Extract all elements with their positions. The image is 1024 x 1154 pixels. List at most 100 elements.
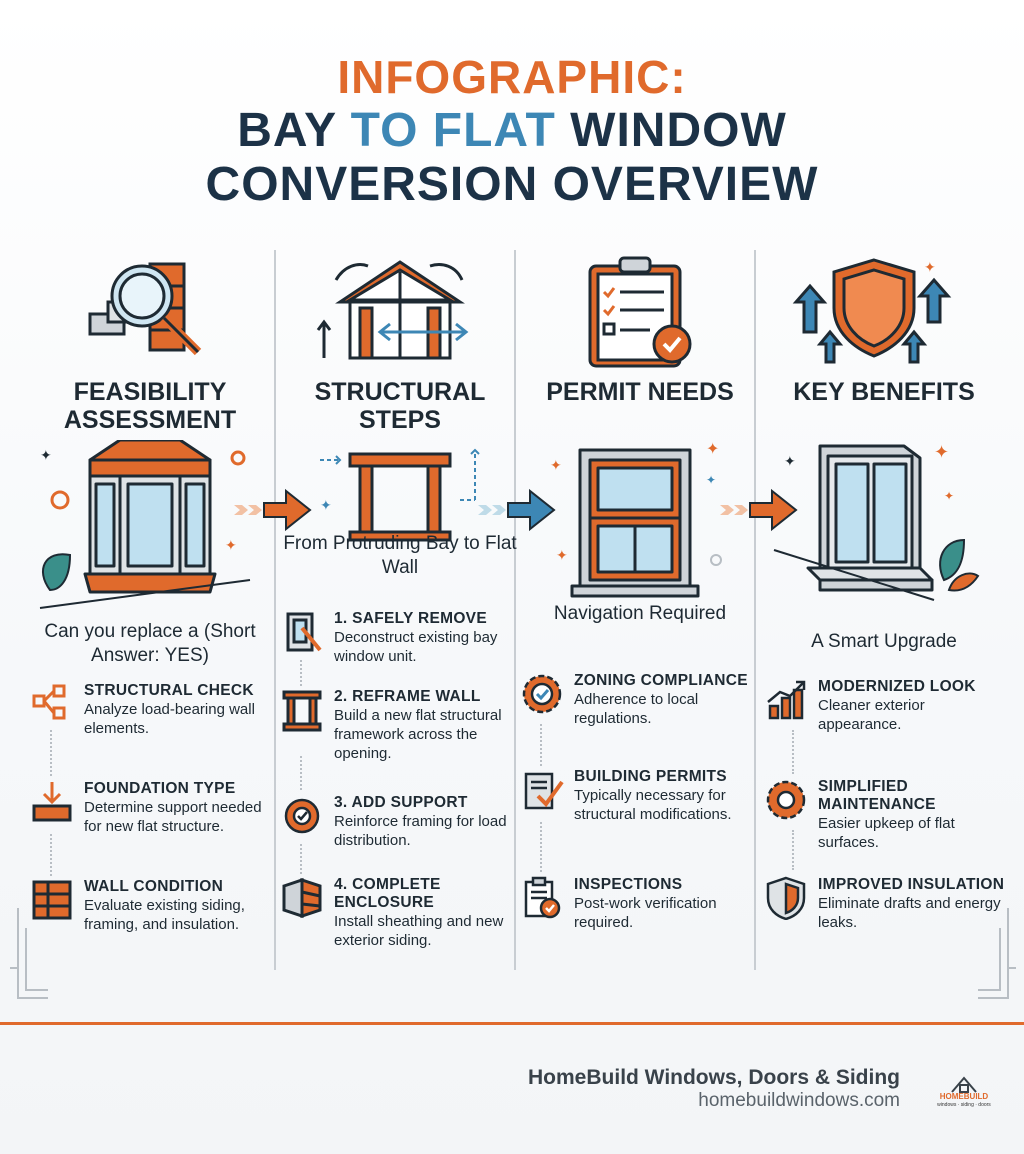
list-item: ZONING COMPLIANCE Adherence to local reg… xyxy=(520,672,760,772)
list-item: SIMPLIFIED MAINTENANCE Easier upkeep of … xyxy=(764,778,1004,878)
item-title: 4. COMPLETE ENCLOSURE xyxy=(334,876,441,911)
flat-window-illustration: ✦ ✦ ✦ ✦ xyxy=(550,440,722,598)
flow-arrow xyxy=(478,488,556,532)
list-item: MODERNIZED LOOK Cleaner exterior appeara… xyxy=(764,678,1004,778)
foundation-icon xyxy=(32,782,72,822)
shield-arrows-icon: ✦ xyxy=(792,258,952,364)
item-title: ZONING COMPLIANCE xyxy=(574,672,748,689)
svg-text:✦: ✦ xyxy=(934,442,949,463)
list-item: WALL CONDITION Evaluate existing siding,… xyxy=(30,878,270,978)
homebuild-logo: HOMEBUILD windows · siding · doors xyxy=(934,1074,994,1114)
list-item: BUILDING PERMITS Typically necessary for… xyxy=(520,768,760,868)
zoning-gear-icon xyxy=(522,674,562,714)
title-highlight: TO FLAT xyxy=(350,104,556,157)
item-description: Cleaner exterior appearance. xyxy=(818,697,925,733)
item-description: Typically necessary for structural modif… xyxy=(574,787,732,823)
item-description: Eliminate drafts and energy leaks. xyxy=(818,895,1001,931)
column-divider xyxy=(514,250,516,970)
magnifier-brick-icon xyxy=(88,262,202,356)
column-divider xyxy=(754,250,756,970)
column-structural: STRUCTURAL STEPS ✦ From Protruding Bay t… xyxy=(280,250,520,980)
list-item: 3. ADD SUPPORT Reinforce framing for loa… xyxy=(280,794,520,894)
column-title: PERMIT NEEDS xyxy=(546,378,734,406)
column-benefits: ✦ KEY BENEFITS ✦ ✦ ✦ A Smart Upgrade xyxy=(764,250,1004,980)
svg-text:✦: ✦ xyxy=(784,454,796,470)
wall-condition-icon xyxy=(32,880,72,920)
company-name: HomeBuild Windows, Doors & Siding xyxy=(528,1066,900,1089)
item-title: 1. SAFELY REMOVE xyxy=(334,610,487,627)
item-title: STRUCTURAL CHECK xyxy=(84,682,254,699)
footer-divider xyxy=(0,1022,1024,1025)
insulation-shield-icon xyxy=(766,876,806,920)
page-title: INFOGRAPHIC: BAY TO FLAT WINDOW CONVERSI… xyxy=(0,50,1024,212)
item-description: Post-work verification required. xyxy=(574,895,717,931)
list-item: IMPROVED INSULATION Eliminate drafts and… xyxy=(764,876,1004,976)
svg-text:✦: ✦ xyxy=(944,489,954,503)
dotted-connector xyxy=(300,660,302,686)
new-window-illustration: ✦ ✦ ✦ xyxy=(773,442,980,601)
item-description: Evaluate existing siding, framing, and i… xyxy=(84,897,245,933)
dotted-connector xyxy=(540,724,542,766)
column-permit: PERMIT NEEDS ✦ ✦ ✦ ✦ Navigation Required xyxy=(520,250,760,980)
item-title: INSPECTIONS xyxy=(574,876,683,893)
svg-text:✦: ✦ xyxy=(320,498,332,514)
dotted-connector xyxy=(50,834,52,876)
corner-ornament xyxy=(10,908,48,999)
column-title: STRUCTURAL STEPS xyxy=(314,378,486,434)
logo-text: HOMEBUILD xyxy=(939,1092,989,1101)
remove-icon xyxy=(286,612,322,652)
svg-text:✦: ✦ xyxy=(550,458,562,474)
item-title: 2. REFRAME WALL xyxy=(334,688,481,705)
title-word-bay: BAY xyxy=(237,104,351,157)
column-divider xyxy=(274,250,276,970)
item-description: Analyze load-bearing wall elements. xyxy=(84,701,255,737)
list-item: INSPECTIONS Post-work verification requi… xyxy=(520,876,760,976)
structure-check-icon xyxy=(32,684,66,720)
dotted-connector xyxy=(50,730,52,776)
column-title: KEY BENEFITS xyxy=(793,378,975,406)
company-url[interactable]: homebuildwindows.com xyxy=(698,1090,900,1111)
flow-arrow xyxy=(720,488,798,532)
item-title: BUILDING PERMITS xyxy=(574,768,727,785)
column-feasibility: FEASIBILITY ASSESSMENT ✦ ✦ Can you repla… xyxy=(30,250,270,980)
list-item: 2. REFRAME WALL Build a new flat structu… xyxy=(280,688,520,788)
list-item: FOUNDATION TYPE Determine support needed… xyxy=(30,780,270,880)
house-logo-icon xyxy=(951,1076,977,1093)
svg-text:✦: ✦ xyxy=(40,448,52,464)
item-title: MODERNIZED LOOK xyxy=(818,678,976,695)
title-line-2: BAY TO FLAT WINDOW xyxy=(0,104,1024,158)
dotted-connector xyxy=(300,844,302,874)
growth-chart-icon xyxy=(767,680,806,720)
reframe-icon xyxy=(282,690,322,732)
bay-window-illustration: ✦ ✦ xyxy=(39,440,251,609)
item-description: Easier upkeep of flat surfaces. xyxy=(818,815,955,851)
svg-text:✦: ✦ xyxy=(225,538,237,554)
house-frame-icon xyxy=(316,260,469,360)
item-description: Reinforce framing for load distribution. xyxy=(334,813,507,849)
svg-text:✦: ✦ xyxy=(706,473,716,487)
logo-subtext: windows · siding · doors xyxy=(937,1102,991,1108)
column-subtitle: A Smart Upgrade xyxy=(811,631,957,652)
enclosure-icon xyxy=(282,877,322,919)
clipboard-check-icon xyxy=(588,256,692,368)
column-subtitle: Can you replace a (Short Answer: YES) xyxy=(44,621,256,666)
item-description: Adherence to local regulations. xyxy=(574,691,699,727)
item-description: Deconstruct existing bay window unit. xyxy=(334,629,498,665)
dotted-connector xyxy=(792,830,794,870)
title-word-window: WINDOW xyxy=(555,104,787,157)
item-title: SIMPLIFIED MAINTENANCE xyxy=(818,778,936,813)
column-title: FEASIBILITY ASSESSMENT xyxy=(63,378,237,434)
corner-ornament xyxy=(978,908,1016,999)
item-title: 3. ADD SUPPORT xyxy=(334,794,468,811)
column-subtitle: From Protruding Bay to Flat Wall xyxy=(283,533,517,578)
maintenance-gear-icon xyxy=(766,780,806,820)
item-title: FOUNDATION TYPE xyxy=(84,780,236,797)
dotted-connector xyxy=(300,756,302,790)
dotted-connector xyxy=(540,822,542,872)
item-description: Build a new flat structural framework ac… xyxy=(334,707,502,762)
flow-arrow xyxy=(234,488,312,532)
item-title: IMPROVED INSULATION xyxy=(818,876,1005,893)
svg-text:✦: ✦ xyxy=(556,548,568,564)
list-item: STRUCTURAL CHECK Analyze load-bearing wa… xyxy=(30,682,270,782)
